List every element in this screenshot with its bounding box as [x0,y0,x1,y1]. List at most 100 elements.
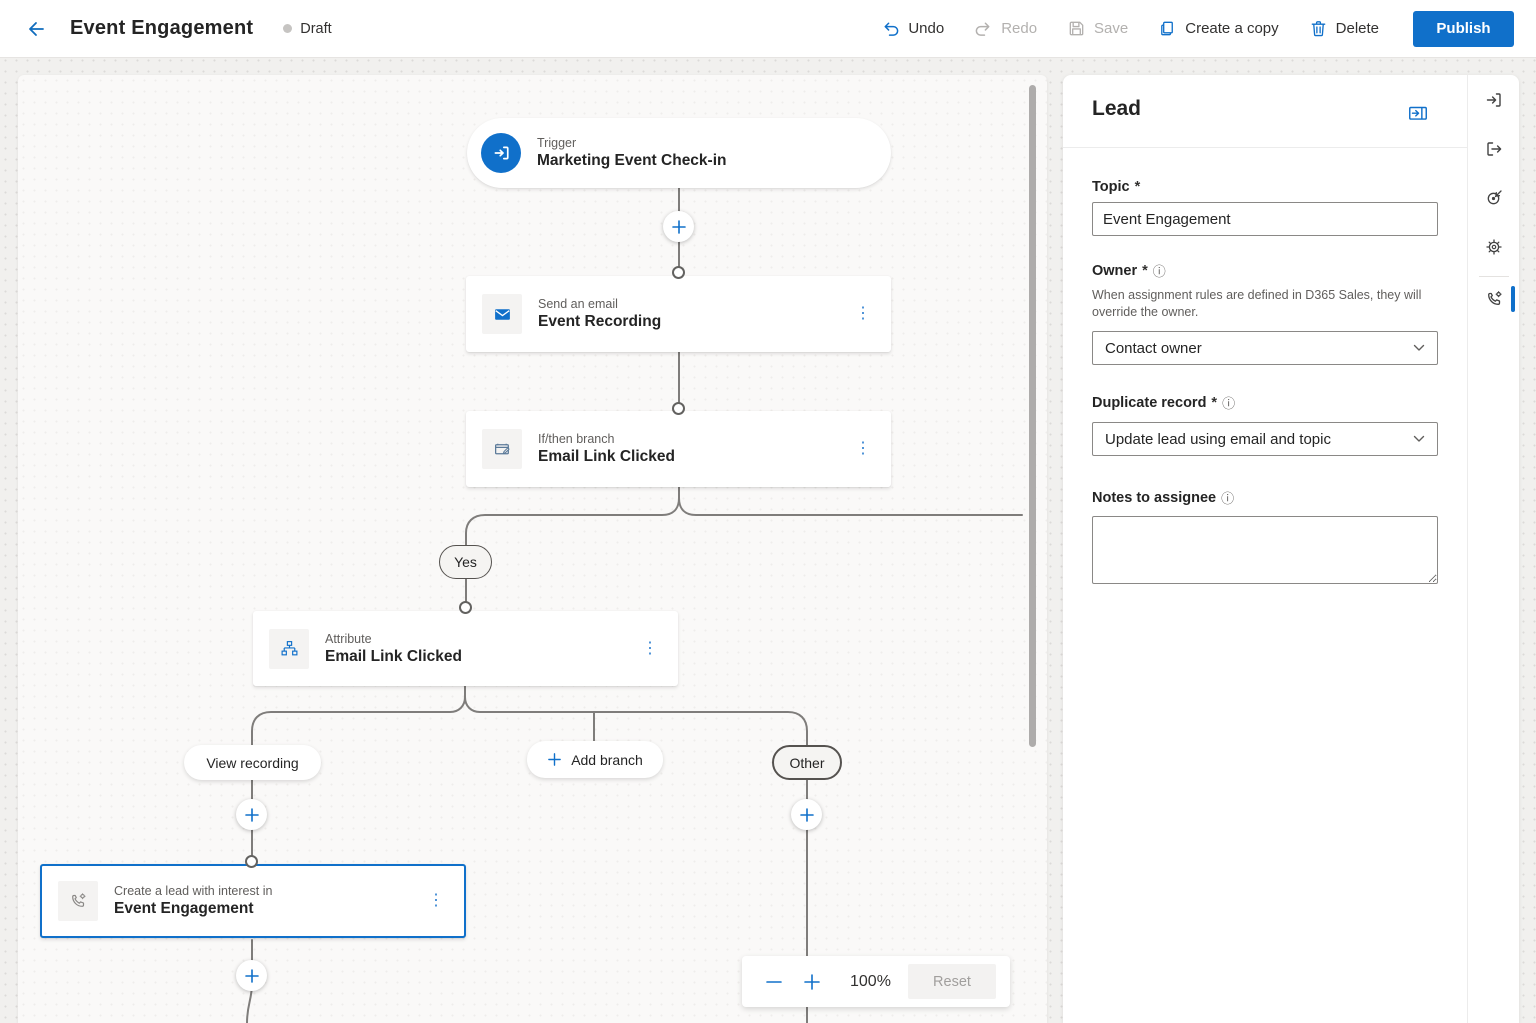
create-copy-button[interactable]: Create a copy [1158,19,1279,38]
add-step-button[interactable] [791,799,822,830]
branch-label-yes[interactable]: Yes [439,545,492,579]
topic-input[interactable] [1092,202,1438,236]
minus-icon [766,980,782,983]
duplicate-record-select[interactable]: Update lead using email and topic [1092,422,1438,456]
add-step-button[interactable] [663,211,694,242]
if-then-branch-node[interactable]: If/then branch Email Link Clicked ⋮ [466,411,891,487]
copy-icon [1161,21,1174,36]
info-icon[interactable]: ⓘ [1221,491,1235,506]
goal-tab-icon[interactable] [1474,178,1514,218]
zoom-in-button[interactable] [800,970,824,994]
required-asterisk: * [1134,179,1141,195]
back-button[interactable] [22,15,50,43]
email-icon [482,294,522,334]
panel-title: Lead [1092,97,1142,120]
node-type-label: Send an email [538,297,618,311]
required-asterisk: * [1142,262,1148,279]
selected-tab-indicator [1510,286,1515,312]
trigger-entry-icon [481,133,521,173]
plus-icon [804,973,820,990]
create-lead-node[interactable]: Create a lead with interest in Event Eng… [40,864,466,938]
publish-button[interactable]: Publish [1413,10,1514,47]
info-icon[interactable]: ⓘ [1152,264,1166,279]
canvas-vertical-scrollbar[interactable] [1029,85,1036,747]
attribute-sitemap-icon [269,628,309,669]
owner-helper-text: When assignment rules are defined in D36… [1092,288,1422,319]
plus-icon [671,219,686,234]
arrow-left-icon [29,21,44,36]
owner-field-group: Owner * ⓘ When assignment rules are defi… [1092,261,1438,365]
plus-icon [799,807,814,822]
rail-divider [1478,276,1509,277]
chevron-down-icon [1413,435,1425,443]
more-options-icon[interactable]: ⋮ [855,440,871,457]
plus-icon [244,807,259,822]
duplicate-record-field-group: Duplicate record * ⓘ Update lead using e… [1092,393,1438,456]
node-type-label: Attribute [325,631,372,646]
redo-icon [975,22,990,36]
attribute-node[interactable]: Attribute Email Link Clicked ⋮ [253,611,678,686]
lead-phone-gear-icon [58,881,98,921]
branch-label-view-recording[interactable]: View recording [184,745,321,780]
plus-icon [547,752,562,767]
status-badge: Draft [283,21,332,37]
panel-icon-rail [1467,75,1519,1023]
more-options-icon[interactable]: ⋮ [428,892,444,909]
zoom-level: 100% [850,972,891,990]
page-title: Event Engagement [70,17,254,39]
zoom-reset-button[interactable]: Reset [908,964,996,999]
trash-icon [1311,21,1325,37]
entry-tab-icon[interactable] [1474,80,1514,120]
chevron-down-icon [1413,344,1425,352]
node-title: Email Link Clicked [325,647,462,665]
branch-label-other[interactable]: Other [772,745,842,780]
expand-panel-icon[interactable] [1407,102,1429,124]
node-title: Event Engagement [114,900,254,917]
exit-tab-icon[interactable] [1474,129,1514,169]
notes-field-group: Notes to assignee ⓘ [1092,488,1438,589]
redo-button[interactable]: Redo [974,19,1037,38]
save-icon [1069,21,1084,36]
more-options-icon[interactable]: ⋮ [855,305,871,322]
zoom-out-button[interactable] [762,970,786,994]
duplicate-record-label: Duplicate record * ⓘ [1092,394,1236,412]
node-type-label: Create a lead with interest in [114,884,273,898]
notes-label: Notes to assignee ⓘ [1092,489,1235,507]
connector-dot [245,855,258,868]
undo-button[interactable]: Undo [881,19,944,38]
topic-field-group: Topic * [1092,179,1438,236]
add-step-button[interactable] [236,960,267,991]
if-then-icon [482,429,522,469]
plus-icon [244,968,259,983]
top-toolbar: Event Engagement Draft Undo Redo Save Cr… [0,0,1536,58]
connector-dot [459,601,472,614]
more-options-icon[interactable]: ⋮ [642,639,658,657]
add-step-button[interactable] [236,799,267,830]
undo-icon [884,22,899,36]
connector-dot [672,402,685,415]
send-email-node[interactable]: Send an email Event Recording ⋮ [466,276,891,352]
delete-button[interactable]: Delete [1309,19,1379,38]
node-title: Email Link Clicked [538,448,675,465]
topic-label: Topic * [1092,179,1141,195]
save-button[interactable]: Save [1067,19,1128,38]
add-branch-button[interactable]: Add branch [527,741,663,778]
owner-select[interactable]: Contact owner [1092,331,1438,365]
node-type-label: Trigger [537,136,577,150]
node-type-label: If/then branch [538,432,615,446]
lead-tab-icon[interactable] [1474,279,1515,319]
status-dot-icon [283,24,293,33]
trigger-node[interactable]: Trigger Marketing Event Check-in [467,118,891,188]
connector-dot [672,266,685,279]
settings-tab-icon[interactable] [1474,227,1514,267]
owner-label: Owner * ⓘ [1092,262,1166,280]
panel-divider [1063,147,1467,148]
notes-textarea[interactable] [1092,516,1438,584]
info-icon[interactable]: ⓘ [1222,396,1236,411]
node-title: Marketing Event Check-in [537,152,727,169]
lead-properties-panel: Lead Topic * Owner * ⓘ When assignment r… [1063,75,1519,1023]
node-title: Event Recording [538,313,662,330]
zoom-toolbar: 100% Reset [742,956,1010,1007]
header-actions: Undo Redo Save Create a copy Delete Publ… [881,10,1514,47]
